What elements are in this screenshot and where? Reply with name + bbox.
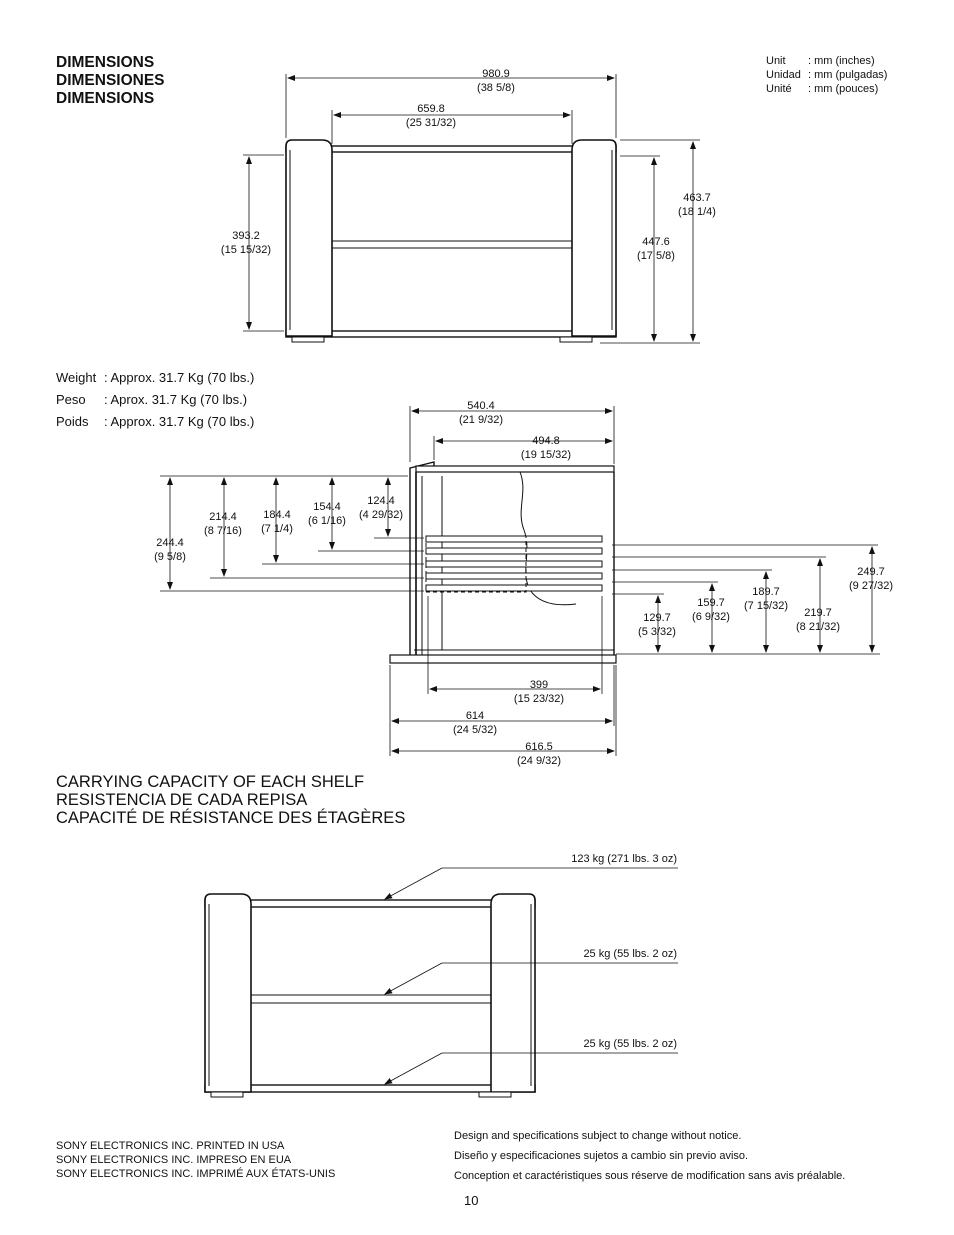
dim-depth-base: 614(24 5/32) bbox=[452, 710, 498, 736]
heading-en: DIMENSIONS bbox=[56, 54, 155, 71]
capacity-heading: CARRYING CAPACITY OF EACH SHELF RESISTEN… bbox=[56, 773, 405, 827]
dim-height-side: 447.6(17 5/8) bbox=[637, 236, 675, 262]
dim-depth-base-total: 616.5(24 9/32) bbox=[516, 741, 562, 767]
unit-value: : mm (pulgadas) bbox=[808, 69, 888, 81]
unit-label: Unité bbox=[766, 83, 792, 95]
dim-left-154: 154.4(6 1/16) bbox=[308, 501, 346, 527]
dim-right-129: 129.7(5 3/32) bbox=[638, 612, 676, 638]
dim-depth-top: 540.4(21 9/32) bbox=[458, 400, 504, 426]
dim-height-inner: 393.2(15 15/32) bbox=[220, 230, 272, 256]
unit-legend: Unit: mm (inches) Unidad: mm (pulgadas) … bbox=[766, 54, 887, 96]
capacity-top-shelf: 123 kg (271 lbs. 3 oz) bbox=[571, 853, 677, 865]
dim-left-214: 214.4(8 7/16) bbox=[204, 511, 242, 537]
weight-label: Peso bbox=[56, 392, 86, 407]
dim-depth-base-inner: 399(15 23/32) bbox=[513, 679, 565, 705]
weight-label: Weight bbox=[56, 370, 97, 385]
footer-company-line: SONY ELECTRONICS INC. IMPRIMÉ AUX ÉTATS-… bbox=[56, 1168, 336, 1180]
capacity-heading-es: RESISTENCIA DE CADA REPISA bbox=[56, 791, 308, 809]
dim-right-189: 189.7(7 15/32) bbox=[743, 586, 789, 612]
dimensions-heading: DIMENSIONS DIMENSIONES DIMENSIONS bbox=[56, 54, 165, 108]
footer-notice-line: Diseño y especificaciones sujetos a camb… bbox=[454, 1150, 749, 1162]
dim-left-184: 184.4(7 1/4) bbox=[261, 509, 293, 535]
dim-right-219: 219.7(8 21/32) bbox=[795, 607, 841, 633]
unit-label: Unidad bbox=[766, 69, 801, 81]
footer-company-line: SONY ELECTRONICS INC. PRINTED IN USA bbox=[56, 1140, 285, 1152]
footer-company: SONY ELECTRONICS INC. PRINTED IN USA SON… bbox=[56, 1139, 335, 1181]
heading-fr: DIMENSIONS bbox=[56, 90, 155, 107]
dim-height-total: 463.7(18 1/4) bbox=[678, 192, 716, 218]
weight-value: : Approx. 31.7 Kg (70 lbs.) bbox=[104, 370, 255, 385]
footer-notice-line: Design and specifications subject to cha… bbox=[454, 1130, 742, 1142]
footer-notice-line: Conception et caractéristiques sous rése… bbox=[454, 1170, 846, 1182]
front-view-dimension-lines bbox=[243, 74, 700, 344]
footer-notice: Design and specifications subject to cha… bbox=[454, 1126, 845, 1186]
dim-left-124: 124.4(4 29/32) bbox=[358, 495, 404, 521]
dim-depth-inner: 494.8(19 15/32) bbox=[520, 435, 572, 461]
side-view-dimension-lines bbox=[160, 406, 880, 756]
front-view-rack bbox=[285, 139, 617, 343]
dim-right-249: 249.7(9 27/32) bbox=[848, 566, 894, 592]
capacity-bottom-shelf: 25 kg (55 lbs. 2 oz) bbox=[583, 1038, 677, 1050]
unit-value: : mm (inches) bbox=[808, 55, 875, 67]
unit-label: Unit bbox=[766, 55, 786, 67]
capacity-heading-en: CARRYING CAPACITY OF EACH SHELF bbox=[56, 773, 365, 791]
dim-width-inner: 659.8(25 31/32) bbox=[405, 103, 457, 129]
page-number: 10 bbox=[464, 1193, 479, 1208]
capacity-middle-shelf: 25 kg (55 lbs. 2 oz) bbox=[583, 948, 677, 960]
side-view-rack bbox=[389, 461, 617, 664]
dim-left-244: 244.4(9 5/8) bbox=[154, 537, 186, 563]
unit-value: : mm (pouces) bbox=[808, 83, 879, 95]
weight-value: : Aprox. 31.7 Kg (70 lbs.) bbox=[104, 392, 248, 407]
capacity-leader-lines bbox=[384, 867, 678, 1085]
weight-label: Poids bbox=[56, 414, 89, 429]
dim-width-total: 980.9(38 5/8) bbox=[477, 68, 515, 94]
weight-list: Weight : Approx. 31.7 Kg (70 lbs.) Peso : … bbox=[56, 367, 254, 433]
capacity-heading-fr: CAPACITÉ DE RÉSISTANCE DES ÉTAGÈRES bbox=[56, 809, 406, 827]
dim-right-159: 159.7(6 9/32) bbox=[692, 597, 730, 623]
heading-es: DIMENSIONES bbox=[56, 72, 165, 89]
footer-company-line: SONY ELECTRONICS INC. IMPRESO EN EUA bbox=[56, 1154, 292, 1166]
capacity-view-rack bbox=[204, 893, 536, 1098]
weight-value: : Approx. 31.7 Kg (70 lbs.) bbox=[104, 414, 255, 429]
